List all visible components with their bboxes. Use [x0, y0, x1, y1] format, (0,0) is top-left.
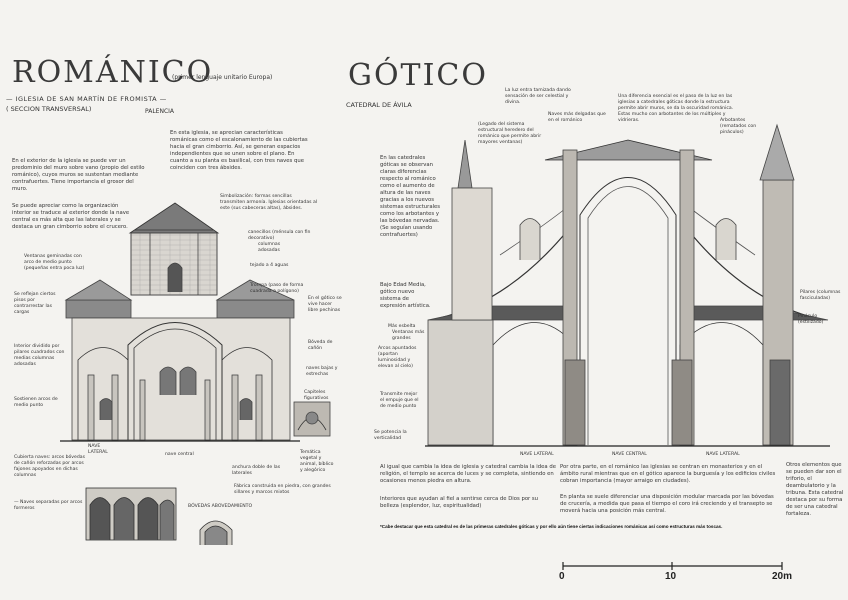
gothic-cathedral-drawing — [425, 123, 830, 447]
romanico-organization-text: Se puede apreciar como la organización i… — [12, 203, 130, 230]
romanesque-church-drawing — [60, 202, 331, 442]
label-nave-central-g: NAVE CENTRAL — [612, 452, 647, 457]
label-naves-separadas: — Naves separadas por arcos formeros — [14, 500, 83, 511]
label-ventanas: Ventanas geminadas con arco de medio pun… — [24, 254, 85, 271]
label-anchura: anchura doble de las laterales — [232, 465, 281, 476]
label-gotico-vuelo: En el gótico se vive hacer libre pechina… — [308, 296, 342, 313]
label-columnas: columnas adosadas — [258, 242, 281, 253]
romanico-place: PALENCIA — [145, 108, 175, 115]
label-mas-esbelta: Más esbelta — [388, 324, 416, 329]
gotico-bottom-right: Otros elementos que se pueden dar son el… — [786, 462, 844, 517]
label-luz: La luz entra tamizada dando sensación de… — [505, 88, 571, 105]
gotico-bottom-text2: Interiores que ayudan al fiel a sentirse… — [380, 496, 539, 509]
label-bovedas: BÓVEDAS ABOVEDAMIENTO — [188, 504, 253, 509]
label-nave-lateral-r: NAVE LATERAL — [88, 444, 108, 455]
romanico-subtitle: (primer lenguaje unitario Europa) — [172, 74, 273, 81]
gotico-bottom-text4: En planta se suele diferenciar una dispo… — [560, 494, 774, 514]
label-nave-lateral-g: NAVE LATERAL — [520, 452, 554, 457]
gotico-bottom-text1: Al igual que cambia la idea de iglesia y… — [380, 464, 556, 484]
gotico-footnote: *Cabe destacar que esta catedral es de l… — [380, 524, 723, 529]
label-fabrica: Fábrica construida en piedra, con grande… — [234, 484, 331, 495]
gotico-bottom-text3: Por otra parte, en el románico las igles… — [560, 464, 776, 484]
romanico-exterior-text: En el exterior de la iglesia se puede ve… — [12, 158, 145, 192]
gotico-left-text: En las catedrales góticas se observan cl… — [380, 155, 441, 238]
label-pinaculo: Pináculo (estilizado) — [798, 314, 824, 325]
label-nave-lateral-g2: NAVE LATERAL — [706, 452, 740, 457]
scale-tick-10: 10 — [665, 571, 677, 582]
label-arcos: Arcos apuntados (aportan luminosidad y e… — [378, 346, 417, 369]
label-simbolizacion: Simbolización: formas sencillas transmit… — [220, 194, 318, 211]
vault-sketches — [85, 487, 233, 545]
label-naves-bajas: naves bajas y estrechas — [306, 366, 338, 377]
scale-tick-0: 0 — [559, 571, 565, 582]
label-interior: Interior dividido por pilares cuadrados … — [14, 344, 65, 367]
label-tejado: tejado a 4 aguas — [250, 263, 289, 268]
label-boveda: Bóveda de cañón — [308, 340, 333, 351]
label-sostienen: Sostienen arcos de medio punto — [14, 397, 58, 408]
scale-tick-20: 20m — [772, 571, 793, 582]
label-diferencia: Una diferencia esencial es el paso de la… — [618, 94, 734, 123]
label-cubierta: Cubierta naves: arcos bóvedas de cañón r… — [14, 455, 85, 478]
label-verticalidad: Se potencia la verticalidad — [374, 430, 407, 441]
label-canecillos: canecillos (ménsula con fin decorativo) — [248, 230, 311, 241]
romanico-title: ROMÁNICO — [12, 55, 214, 90]
scale-bar — [562, 562, 783, 570]
label-pilares: Pilares (columnas fasciculadas) — [800, 290, 841, 301]
label-legado: (Legado del sistema estructural heredero… — [478, 122, 542, 145]
label-nave-central-r: nave central — [165, 452, 194, 457]
gotico-left-text2: Bajo Edad Media, gótico nuevo sistema de… — [380, 282, 431, 309]
label-ventanas-mas: Ventanas más grandes — [392, 330, 425, 341]
romanico-inside-text: En esta iglesia, se aprecian característ… — [170, 130, 308, 171]
label-trompa: Trompa (paso de forma cuadrada a polígon… — [250, 283, 304, 294]
romanico-building: — IGLESIA DE SAN MARTÍN DE FROMISTA — — [6, 95, 167, 103]
label-capiteles: Capiteles figurativos — [304, 390, 329, 401]
gotico-building: CATEDRAL DE ÁVILA — [346, 101, 412, 109]
gotico-title: GÓTICO — [348, 58, 488, 93]
label-transmite: Transmite mejor el empuje que el de medi… — [380, 392, 419, 409]
label-reflejan: Se reflejan ciertos pisos por contrarres… — [14, 292, 56, 315]
label-naves-mas: Naves más delgadas que en el románico — [548, 112, 606, 123]
label-tematica: Temática vegetal y animal, bíblico y ale… — [300, 450, 334, 473]
romanico-section: ( SECCION TRANSVERSAL) — [6, 105, 92, 113]
label-arbotantes: Arbotantes (rematados con pináculos) — [720, 118, 757, 135]
